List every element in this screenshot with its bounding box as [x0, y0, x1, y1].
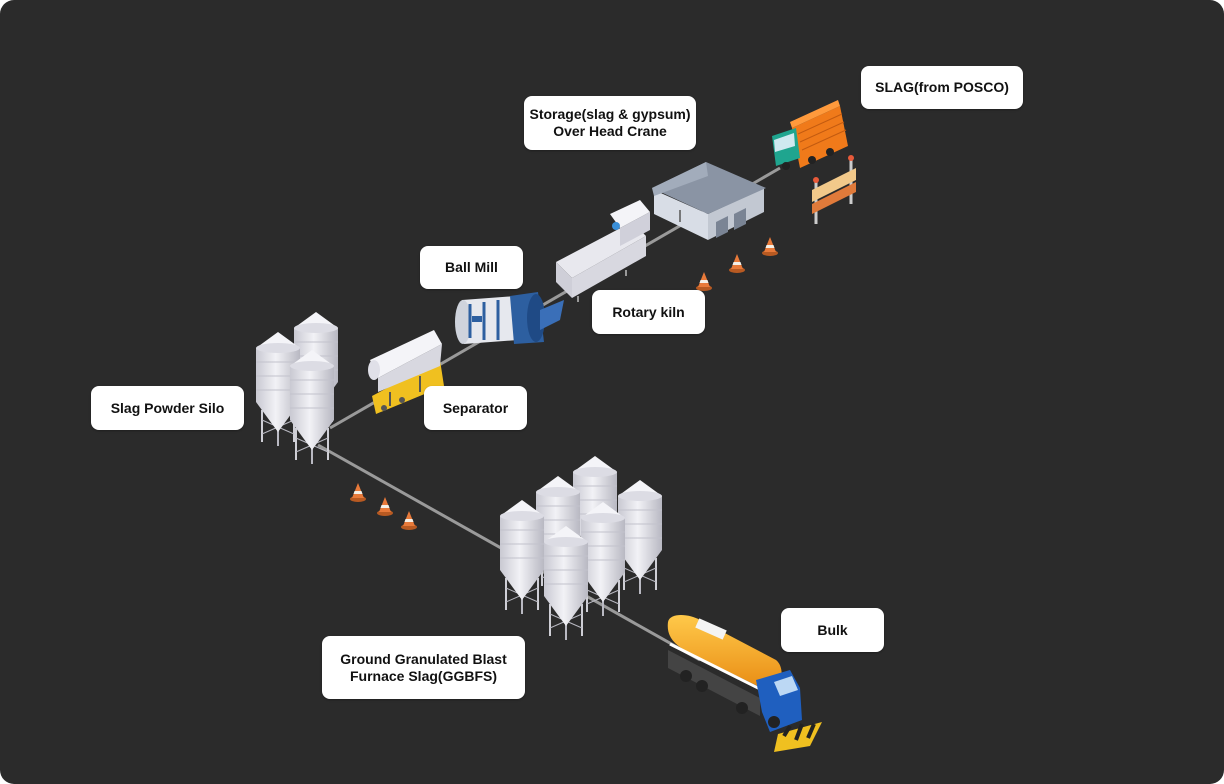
label-slag-powder-silo-text: Slag Powder Silo: [110, 399, 225, 416]
label-storage: Storage(slag & gypsum) Over Head Crane: [524, 96, 696, 150]
label-slag-from-posco: SLAG(from POSCO): [861, 66, 1023, 109]
label-ggbfs-line2: Furnace Slag(GGBFS): [349, 667, 498, 684]
label-bulk: Bulk: [781, 608, 884, 652]
traffic-cone-icon: [729, 254, 745, 273]
label-separator-text: Separator: [442, 399, 509, 416]
label-storage-line1: Storage(slag & gypsum): [529, 106, 691, 122]
dump-truck-icon: [772, 100, 848, 170]
label-bulk-text: Bulk: [817, 621, 848, 638]
label-ggbfs: Ground Granulated Blast Furnace Slag(GGB…: [322, 636, 525, 699]
label-ball-mill-text: Ball Mill: [445, 259, 498, 275]
silo-icon: [543, 525, 589, 641]
label-ggbfs-line1: Ground Granulated Blast: [340, 650, 507, 667]
traffic-cone-icon: [350, 483, 366, 502]
label-slag-powder-silo: Slag Powder Silo: [91, 386, 244, 430]
ball-mill-icon: [455, 292, 564, 344]
warehouse-icon: [652, 162, 766, 240]
silo-icon: [499, 499, 545, 615]
traffic-cone-icon: [696, 272, 712, 291]
label-storage-line2: Over Head Crane: [553, 123, 667, 139]
traffic-cone-icon: [377, 497, 393, 516]
label-separator: Separator: [424, 386, 527, 430]
silo-group-ggbfs: [499, 455, 663, 641]
tanker-truck-icon: [667, 615, 822, 752]
silo-group-slag-powder: [255, 311, 339, 465]
separator-icon: [368, 330, 444, 414]
silo-icon: [289, 349, 335, 465]
barrier-icon: [812, 155, 856, 224]
label-ball-mill: Ball Mill: [420, 246, 523, 289]
rotary-kiln-icon: [556, 200, 650, 302]
traffic-cone-icon: [401, 511, 417, 530]
label-rotary-kiln-text: Rotary kiln: [612, 303, 685, 320]
label-rotary-kiln: Rotary kiln: [592, 290, 705, 334]
label-slag-from-posco-text: SLAG(from POSCO): [875, 79, 1009, 95]
traffic-cone-icon: [762, 237, 778, 256]
